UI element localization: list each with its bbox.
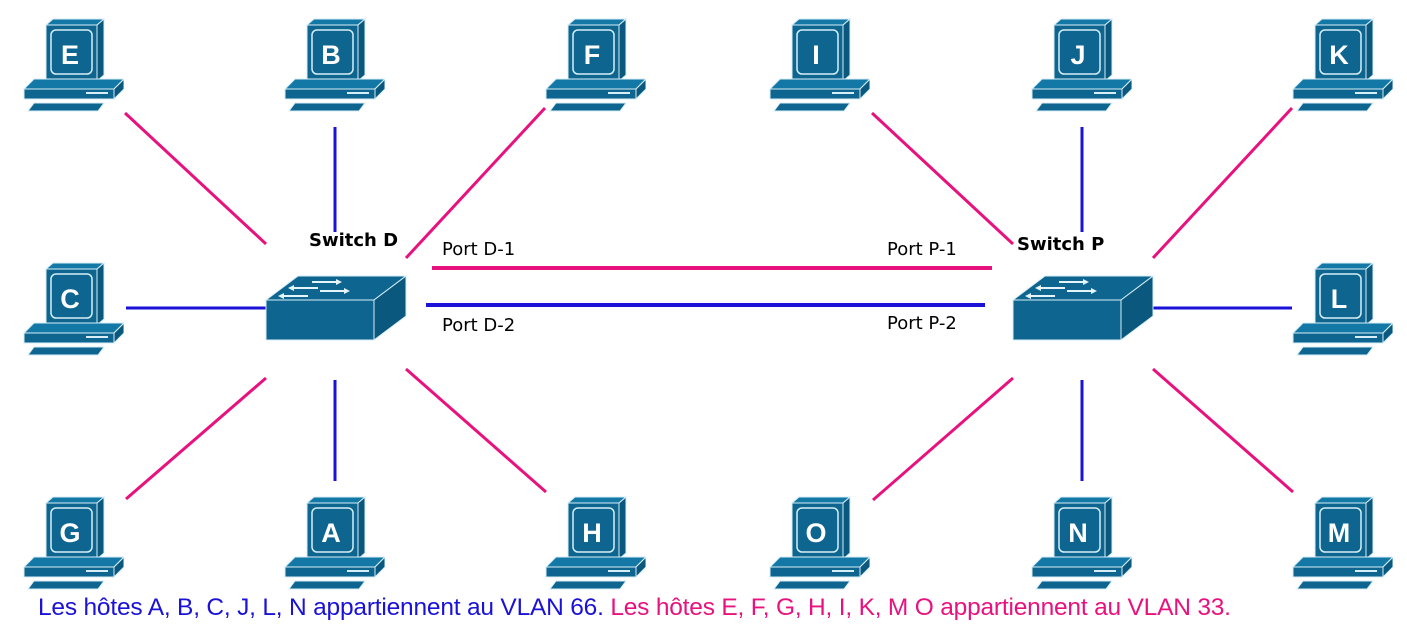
port-p1-label: Port P-1 [887,239,957,260]
host-h[interactable]: H [542,495,646,591]
host-e[interactable]: E [20,17,124,113]
host-l[interactable]: L [1289,261,1393,357]
switch-p-label: Switch P [1017,234,1105,255]
host-label: M [1328,518,1351,548]
link-e-switch-d [123,111,268,246]
switch-d-label: Switch D [309,230,399,251]
host-label: F [584,40,601,70]
host-label: B [321,40,341,70]
link-i-switch-p [870,111,1015,246]
host-label: J [1070,40,1085,70]
host-o[interactable]: O [766,495,870,591]
host-b[interactable]: B [281,17,385,113]
host-f[interactable]: F [542,17,646,113]
link-o-switch-p [872,376,1014,502]
host-c[interactable]: C [20,261,124,357]
switch-p[interactable] [1011,274,1155,346]
host-label: H [582,518,602,548]
link-k-switch-p [1151,106,1294,260]
link-m-switch-p [1152,367,1294,494]
link-g-switch-d [125,376,267,501]
host-k[interactable]: K [1289,17,1393,113]
link-f-switch-d [404,106,547,260]
switch-d[interactable] [264,274,408,346]
vlan-legend: Les hôtes A, B, C, J, L, N appartiennent… [38,594,1231,622]
host-label: A [321,518,341,548]
host-label: G [59,518,80,548]
link-h-switch-d [405,367,547,494]
port-p2-label: Port P-2 [887,313,957,334]
host-n[interactable]: N [1028,495,1132,591]
host-a[interactable]: A [281,495,385,591]
host-label: I [812,40,820,70]
host-label: L [1331,284,1348,314]
host-label: K [1329,40,1349,70]
vlan33-caption: Les hôtes E, F, G, H, I, K, M O appartie… [610,594,1231,621]
host-label: C [60,284,80,314]
port-d1-label: Port D-1 [442,239,516,260]
vlan66-caption: Les hôtes A, B, C, J, L, N appartiennent… [38,594,604,621]
host-i[interactable]: I [766,17,870,113]
host-j[interactable]: J [1028,17,1132,113]
host-label: E [61,40,79,70]
host-g[interactable]: G [20,495,124,591]
port-d2-label: Port D-2 [442,315,516,336]
host-label: O [805,518,826,548]
host-m[interactable]: M [1289,495,1393,591]
host-label: N [1068,518,1088,548]
